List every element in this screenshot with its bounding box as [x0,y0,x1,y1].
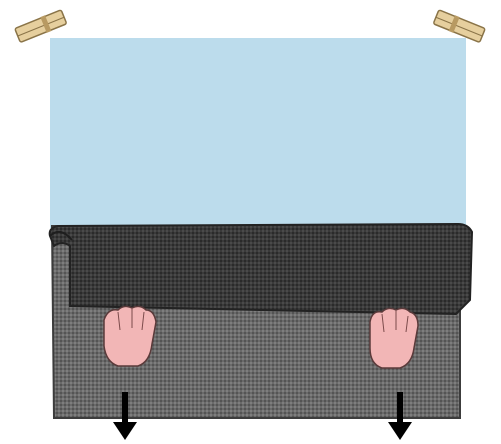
hand-left [104,306,156,366]
hand-right [370,308,418,368]
wall-surface [50,38,466,228]
roll-cloth [50,224,472,314]
